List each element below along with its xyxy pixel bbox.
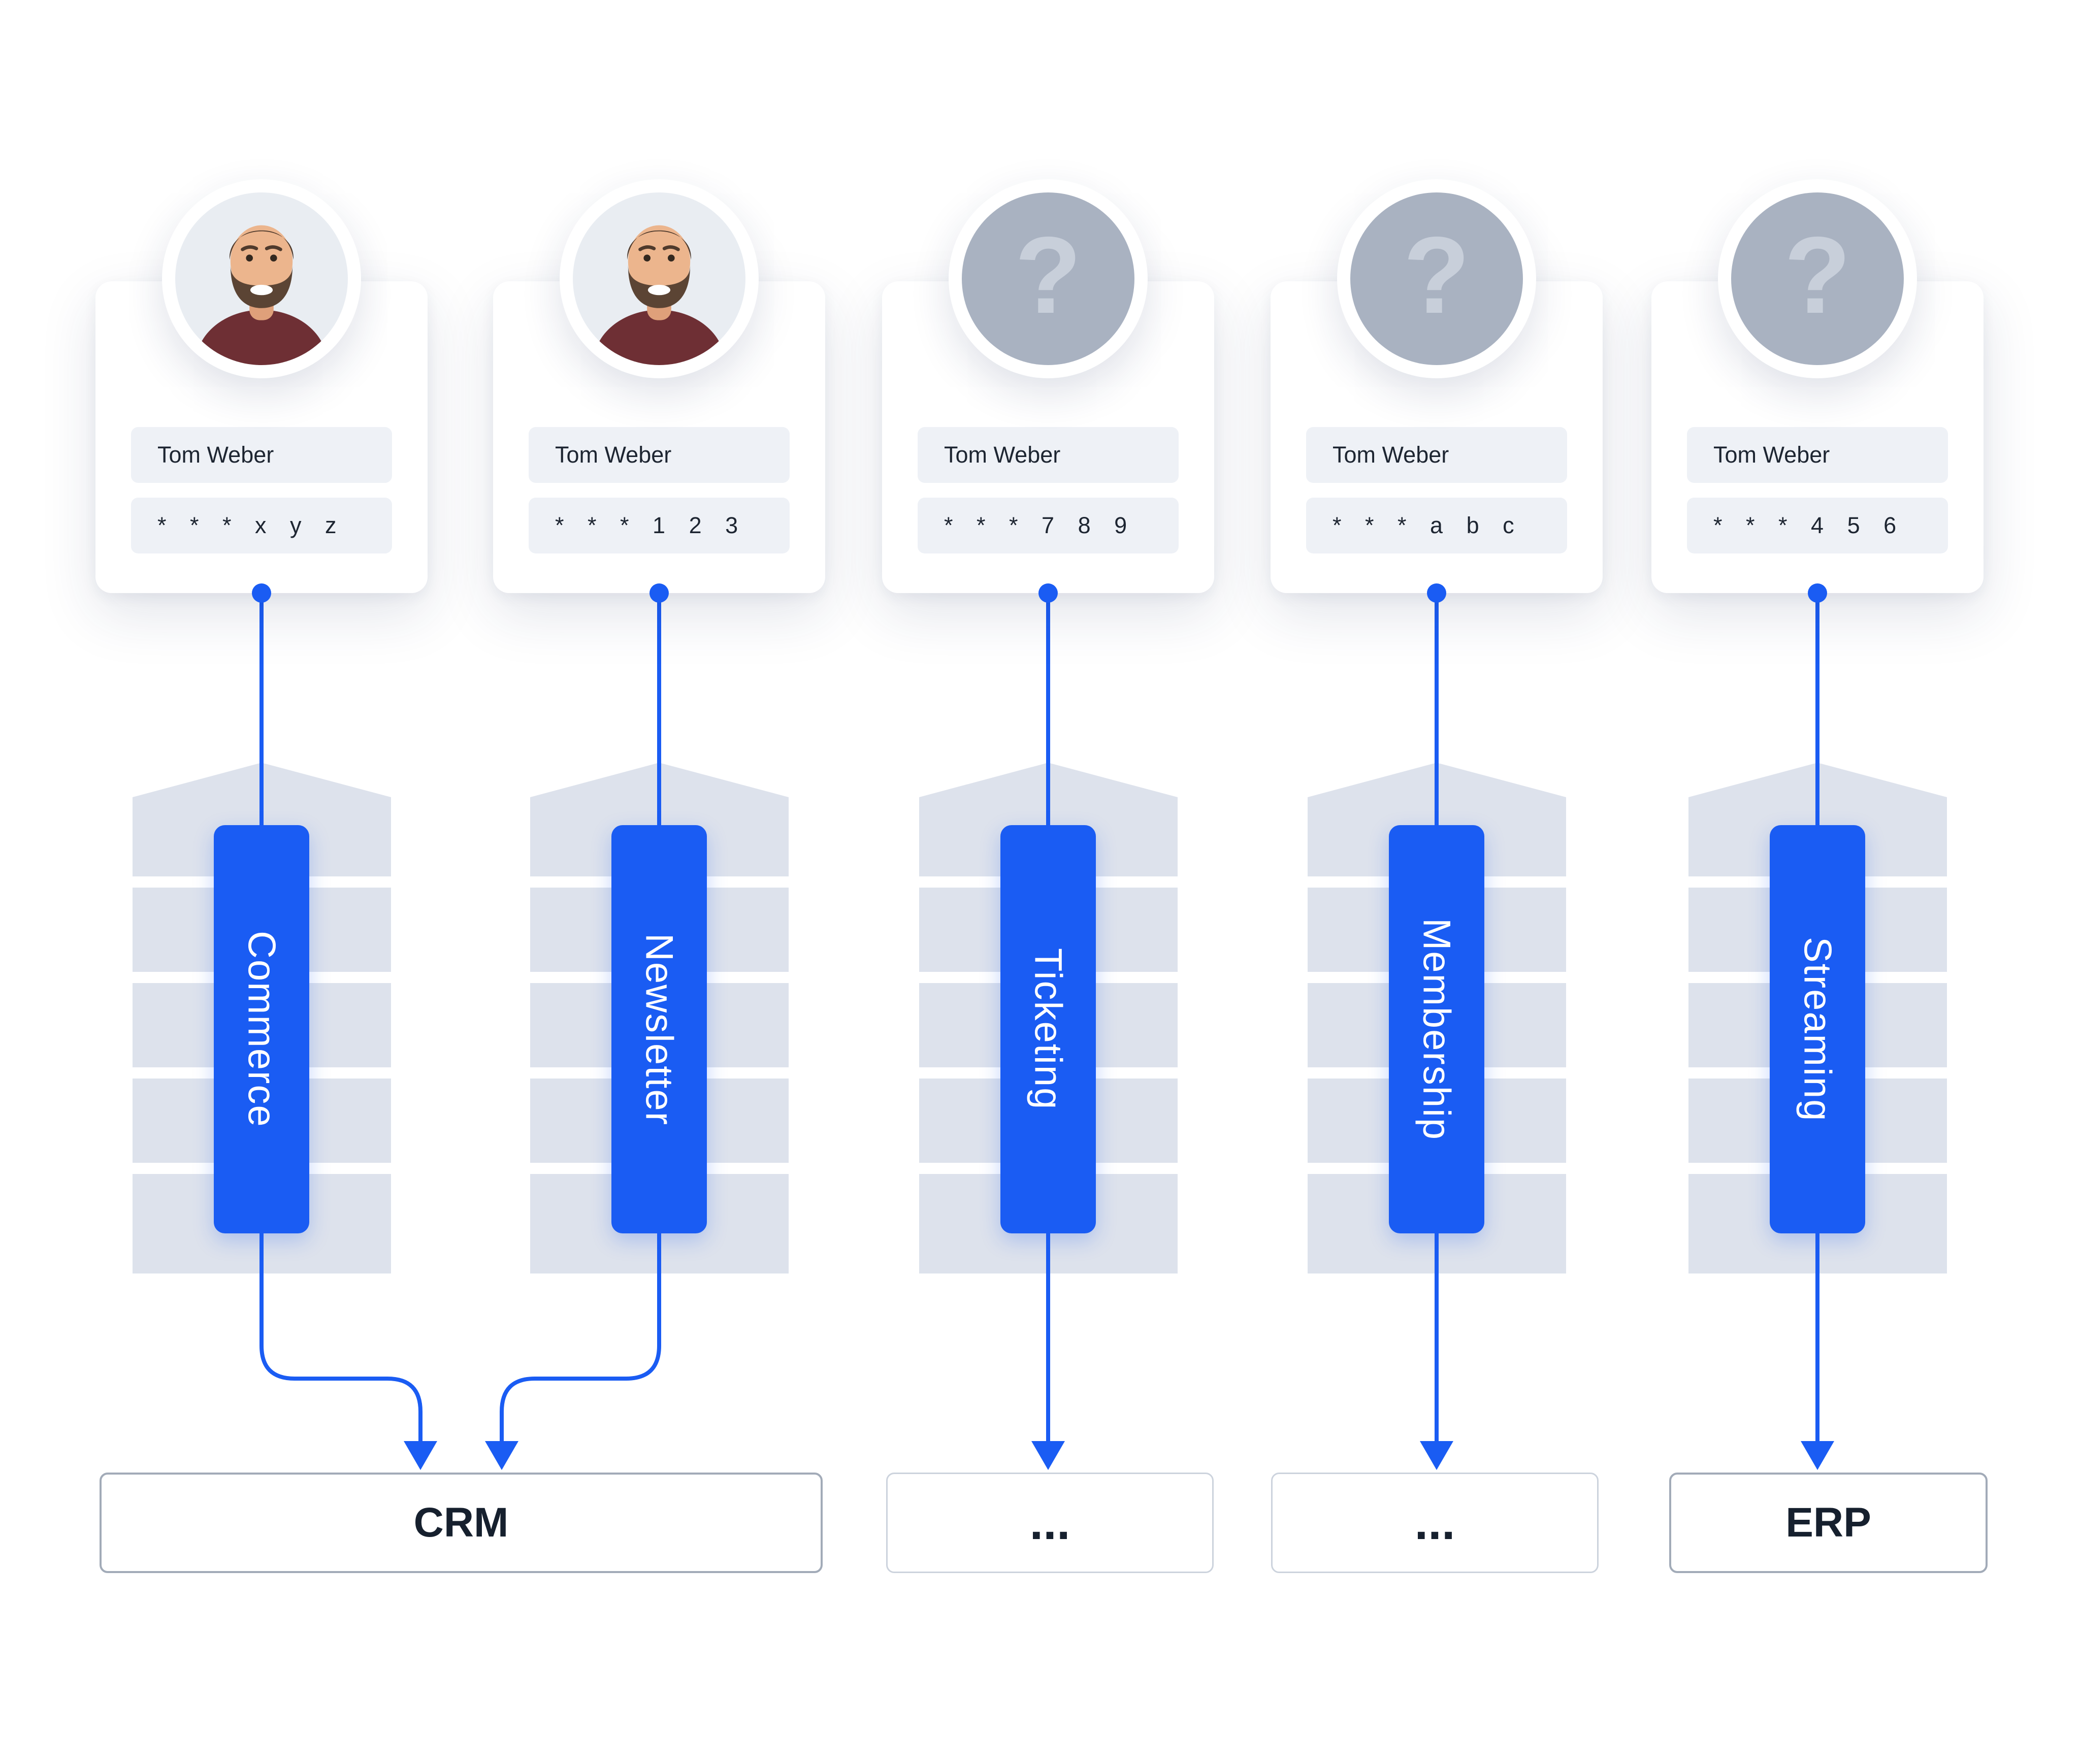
masked-credential: * * * 4 5 6 <box>1687 498 1948 553</box>
person-name: Tom Weber <box>918 427 1179 483</box>
target-label: CRM <box>413 1499 509 1546</box>
arrowhead-icon <box>404 1441 437 1470</box>
target-box-crm: CRM <box>100 1473 823 1573</box>
target-box-erp: ERP <box>1669 1473 1988 1573</box>
connector-dot <box>252 583 271 603</box>
target-box-ellipsis-1: ... <box>886 1473 1214 1573</box>
question-mark-icon: ? <box>1015 213 1082 336</box>
avatar <box>162 179 361 378</box>
system-label-ticketing: Ticketing <box>1000 825 1096 1233</box>
system-label-streaming: Streaming <box>1770 825 1865 1233</box>
target-label: ... <box>1029 1495 1070 1550</box>
system-label-newsletter: Newsletter <box>611 825 707 1233</box>
connector-line-commerce-to-crm <box>259 591 422 1443</box>
system-label-membership: Membership <box>1389 825 1484 1233</box>
person-name: Tom Weber <box>1687 427 1948 483</box>
avatar <box>560 179 759 378</box>
arrowhead-icon <box>1420 1441 1453 1470</box>
system-label-commerce: Commerce <box>214 825 309 1233</box>
target-label: ERP <box>1785 1499 1871 1546</box>
target-box-ellipsis-2: ... <box>1271 1473 1599 1573</box>
person-name: Tom Weber <box>131 427 392 483</box>
question-mark-icon: ? <box>1403 213 1470 336</box>
question-mark-icon: ? <box>1784 213 1851 336</box>
connector-dot <box>1427 583 1446 603</box>
avatar: ? <box>949 179 1148 378</box>
connector-dot <box>1808 583 1827 603</box>
arrowhead-icon <box>1801 1441 1834 1470</box>
avatar: ? <box>1718 179 1917 378</box>
masked-credential: * * * 7 8 9 <box>918 498 1179 553</box>
connector-dot <box>1038 583 1058 603</box>
masked-credential: * * * x y z <box>131 498 392 553</box>
arrowhead-icon <box>1031 1441 1065 1470</box>
person-name: Tom Weber <box>529 427 790 483</box>
masked-credential: * * * a b c <box>1306 498 1567 553</box>
masked-credential: * * * 1 2 3 <box>529 498 790 553</box>
avatar: ? <box>1337 179 1536 378</box>
man-photo-avatar-icon <box>175 192 348 365</box>
man-photo-avatar-icon <box>573 192 745 365</box>
connector-line-newsletter-to-crm <box>500 591 661 1443</box>
target-label: ... <box>1414 1495 1455 1550</box>
connector-dot <box>649 583 669 603</box>
arrowhead-icon <box>485 1441 518 1470</box>
person-name: Tom Weber <box>1306 427 1567 483</box>
